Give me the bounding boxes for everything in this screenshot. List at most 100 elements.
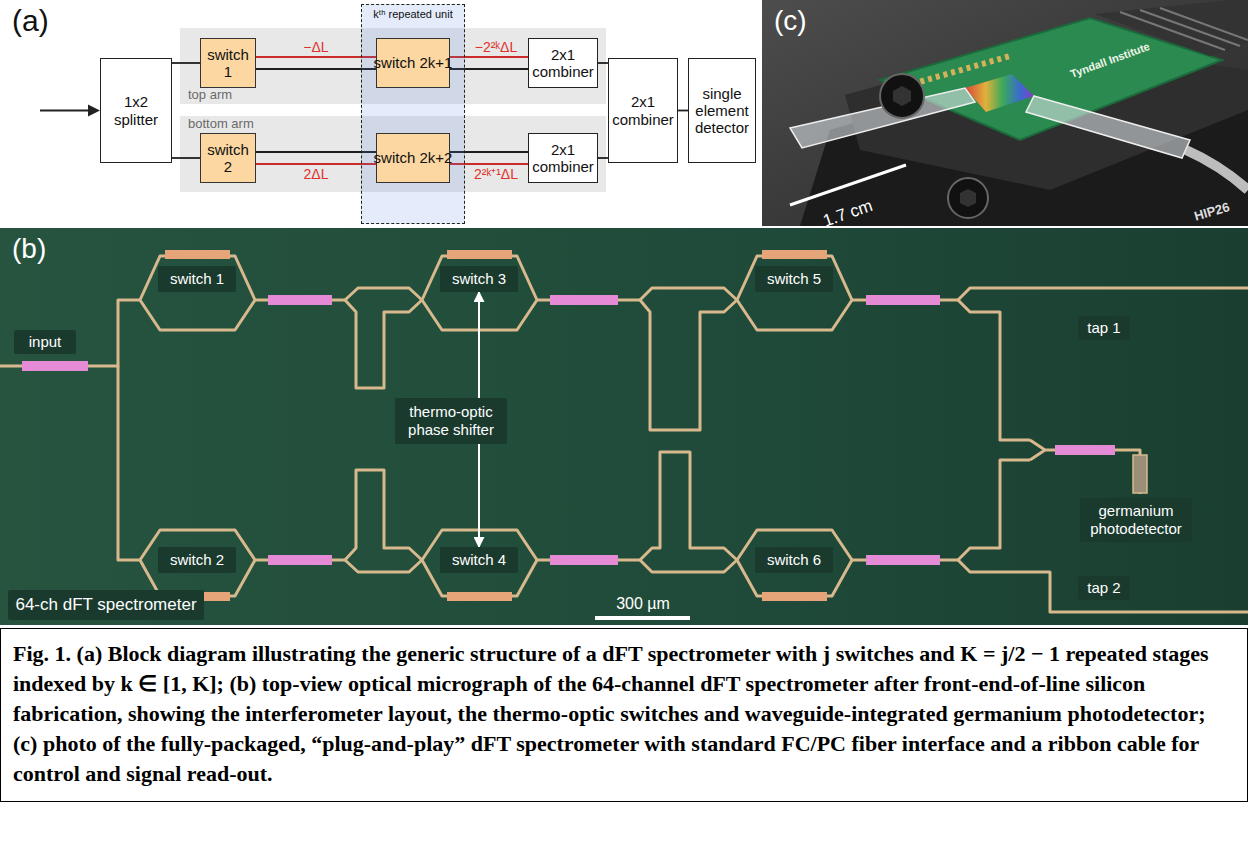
mzi-switch [140, 256, 255, 330]
chip-label: germanium photodetector [1080, 498, 1192, 542]
waveguide-connector [478, 444, 480, 547]
switch-box: switch 1 [200, 38, 256, 88]
splitter-box: 1x2 splitter [100, 58, 172, 163]
optical-fiber [1186, 150, 1248, 190]
delay-line [640, 300, 737, 430]
waveguide [345, 560, 422, 572]
waveguide [640, 560, 737, 572]
figure-caption: Fig. 1. (a) Block diagram illustrating t… [13, 639, 1235, 789]
switch-label: switch 6 [755, 547, 833, 573]
coupler [866, 555, 940, 565]
switch-label: switch 2 [158, 547, 236, 573]
combiner-box: 2x1 combiner [608, 58, 678, 163]
tap-waveguide [958, 288, 1248, 300]
mzi-switch [140, 530, 255, 596]
waveguide [345, 288, 422, 300]
node-text: switch 2k+1 [374, 54, 453, 71]
heater [762, 250, 827, 259]
switch-box: switch 2 [200, 133, 256, 183]
caption-box: Fig. 1. (a) Block diagram illustrating t… [0, 628, 1248, 802]
node-text: kᵗʰ repeated unit [373, 8, 452, 20]
coupler [550, 295, 618, 305]
input-arrow [40, 105, 100, 117]
panel-label: (c) [774, 6, 807, 37]
photodetector [1133, 455, 1147, 493]
screw-socket [960, 189, 976, 207]
node-text: tap 2 [1087, 579, 1120, 597]
node-text: single element detector [692, 85, 752, 137]
node-text: 1x2 splitter [104, 93, 168, 128]
directional-couplers [22, 295, 1115, 565]
node-text: bottom arm [188, 117, 254, 131]
scale-line [790, 165, 906, 205]
node-text: switch 3 [452, 270, 506, 288]
path-length-label: 2ΔL [304, 167, 329, 182]
callout-box: thermo-optic phase shifter [395, 398, 507, 444]
switch-box: switch 2k+2 [376, 133, 450, 183]
coupler [550, 555, 618, 565]
switch-label: switch 5 [755, 266, 833, 292]
arrowhead [88, 105, 100, 117]
node-text: switch 2 [170, 551, 224, 569]
node-text: switch 2k+2 [374, 149, 453, 166]
repeated-unit: kᵗʰ repeated unit switch 2k+1 switch 2k+2 [361, 4, 465, 224]
node-text: 2x1 combiner [612, 93, 674, 128]
ribbon-connector [1095, 0, 1248, 56]
waveguide [0, 300, 140, 366]
waveguide [958, 300, 1030, 440]
coupler [268, 295, 332, 305]
chip-label: input [14, 330, 76, 354]
scale-label: 300 µm [616, 595, 670, 613]
switch-label: switch 1 [158, 266, 236, 292]
heater [762, 592, 827, 601]
panel-label: (a) [12, 4, 49, 37]
node-text: switch 5 [767, 270, 821, 288]
chip-label: tap 2 [1078, 576, 1130, 600]
node-text: switch 1 [204, 46, 252, 81]
node-text: switch 1 [170, 270, 224, 288]
waveguide [118, 366, 140, 560]
combiner-box: 2x1 combiner [528, 38, 598, 88]
screw-socket [893, 86, 911, 106]
waveguide-connector [478, 292, 480, 398]
tap-waveguide [958, 560, 1248, 612]
delay-line [345, 300, 422, 388]
switch-label: switch 4 [440, 547, 518, 573]
scale-bar [595, 616, 690, 620]
combiner-box: 2x1 combiner [528, 133, 598, 183]
micrograph-background [0, 228, 1248, 625]
micrograph [0, 228, 1248, 625]
path-length-label: −ΔL [303, 40, 328, 55]
coupler [1055, 445, 1115, 455]
waveguide [640, 288, 737, 300]
heater [447, 250, 512, 259]
switch-label: switch 3 [440, 266, 518, 292]
detector-box: single element detector [688, 58, 756, 163]
node-text: top arm [188, 88, 232, 102]
node-text: switch 4 [452, 551, 506, 569]
waveguides [0, 256, 1248, 612]
coupler [22, 361, 88, 371]
screw [948, 178, 988, 218]
dimension-label: 1.7 cm [821, 197, 875, 231]
phase-shifters [165, 250, 827, 601]
fiber-holder [1026, 96, 1190, 158]
mzi-switch [737, 530, 852, 596]
delay-line [640, 452, 737, 560]
waveguide-connector [678, 110, 688, 112]
photo-background [762, 0, 1248, 226]
chip-title: 64-ch dFT spectrometer [8, 590, 204, 620]
node-text: switch 2 [204, 141, 252, 176]
node-text: germanium photodetector [1083, 502, 1189, 538]
node-text: switch 6 [767, 551, 821, 569]
combiner-waveguide [1030, 440, 1140, 494]
node-text: 2x1 combiner [532, 141, 594, 176]
coupler [866, 295, 940, 305]
heater [447, 592, 512, 601]
photonic-chip [965, 74, 1034, 112]
coupler [268, 555, 332, 565]
screw [880, 74, 924, 118]
path-length-label: −2²ᵏΔL [475, 40, 518, 55]
mzi-switch [737, 256, 852, 330]
switch-box: switch 2k+1 [376, 38, 450, 88]
